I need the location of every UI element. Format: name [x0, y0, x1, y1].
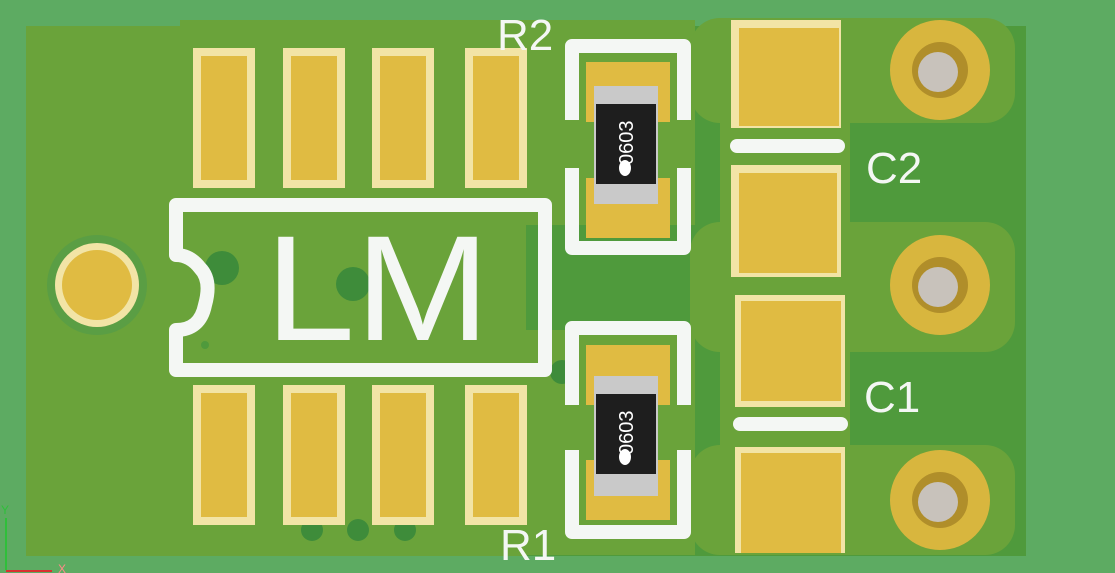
x-axis-label: X	[58, 562, 66, 573]
y-axis-label: Y	[1, 503, 9, 517]
label-r1: R1	[500, 521, 556, 570]
c1-footprint	[733, 295, 848, 553]
r1-marking: 0603	[616, 411, 638, 456]
mounting-pad-left	[47, 235, 147, 335]
through-hole-pads-right	[890, 20, 990, 550]
r2-marking: 0603	[616, 121, 638, 166]
ic-pads-bottom	[193, 385, 527, 525]
axis-gizmo: Y X	[1, 503, 66, 573]
c2-footprint	[730, 20, 845, 277]
r2-resistor	[594, 86, 658, 204]
ic-pads-top	[193, 48, 527, 188]
ic-marking: LM	[265, 204, 490, 372]
ic-outline-silkscreen	[169, 198, 552, 377]
pin1-marker	[201, 341, 209, 349]
label-c2: C2	[866, 144, 922, 193]
label-r2: R2	[497, 11, 553, 60]
label-c1: C1	[864, 373, 920, 422]
r1-resistor	[594, 376, 658, 496]
vias	[205, 251, 574, 541]
